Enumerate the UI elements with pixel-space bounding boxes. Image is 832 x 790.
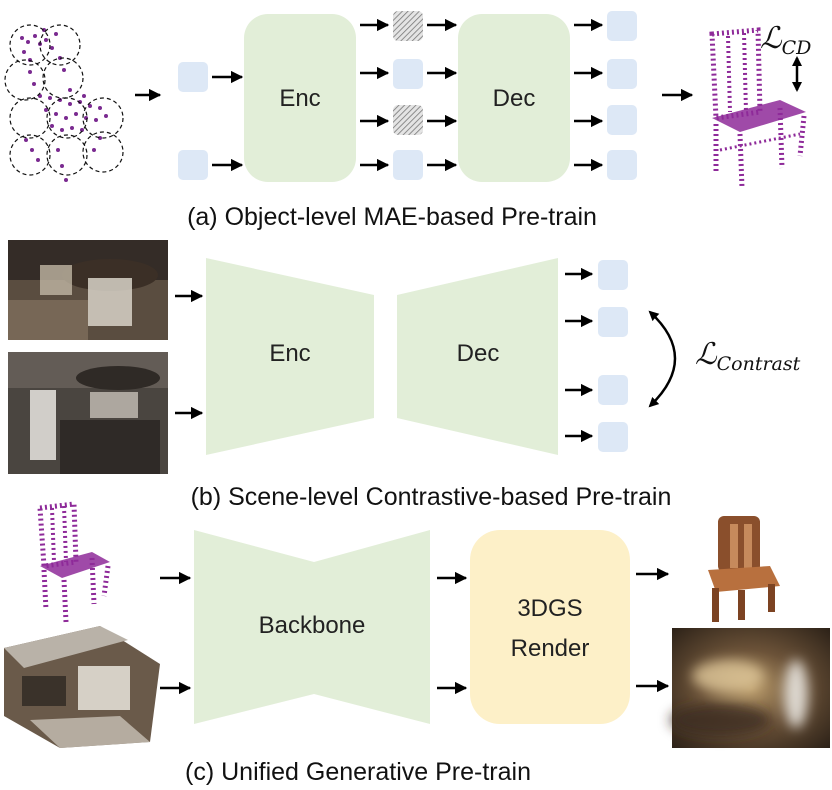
caption-b: (b) Scene-level Contrastive-based Pre-tr… [191, 483, 672, 511]
encoder-trapezoid [206, 258, 374, 455]
input-chair-pointcloud [37, 501, 111, 623]
encoder-block [244, 14, 356, 182]
output-token [598, 260, 628, 290]
mask-token [393, 11, 423, 41]
latent-token [393, 150, 423, 180]
panel-a: Enc Dec ℒCD ( [4, 11, 811, 231]
output-token [607, 11, 637, 41]
render-label-line1: 3DGS [517, 595, 582, 622]
panel-c: Backbone 3DGS Render (c) Unifi [4, 501, 830, 786]
reconstructed-chair-pointcloud [709, 27, 807, 189]
scene-view-2-image [8, 352, 168, 474]
decoder-label: Dec [493, 85, 536, 112]
decoder-block [458, 14, 570, 182]
rendered-chair-image [708, 516, 780, 622]
decoder-trapezoid [397, 258, 558, 455]
backbone-block [194, 530, 430, 724]
caption-a: (a) Object-level MAE-based Pre-train [187, 203, 597, 231]
input-chair-pointcloud [4, 24, 124, 182]
output-token [607, 150, 637, 180]
mask-token [393, 105, 423, 135]
caption-c: (c) Unified Generative Pre-train [185, 758, 531, 786]
encoder-label: Enc [269, 340, 310, 367]
input-scene-pointcloud [4, 626, 160, 748]
output-token [607, 59, 637, 89]
backbone-label: Backbone [259, 612, 366, 639]
panel-b: Enc Dec ℒContrast (b) Scene-level Contra… [8, 240, 801, 511]
rendered-scene-image [670, 628, 830, 748]
decoder-label: Dec [457, 340, 500, 367]
encoder-label: Enc [279, 85, 320, 112]
output-token [598, 375, 628, 405]
loss-cd-symbol: ℒCD [760, 21, 811, 59]
latent-token [393, 59, 423, 89]
output-token [598, 307, 628, 337]
input-token [178, 62, 208, 92]
output-token [598, 422, 628, 452]
scene-view-1-image [8, 240, 168, 340]
input-token [178, 150, 208, 180]
render-block [470, 530, 630, 724]
contrast-curved-arrow [648, 310, 677, 408]
render-label-line2: Render [511, 635, 590, 662]
loss-contrast-symbol: ℒContrast [695, 337, 801, 375]
output-token [607, 105, 637, 135]
